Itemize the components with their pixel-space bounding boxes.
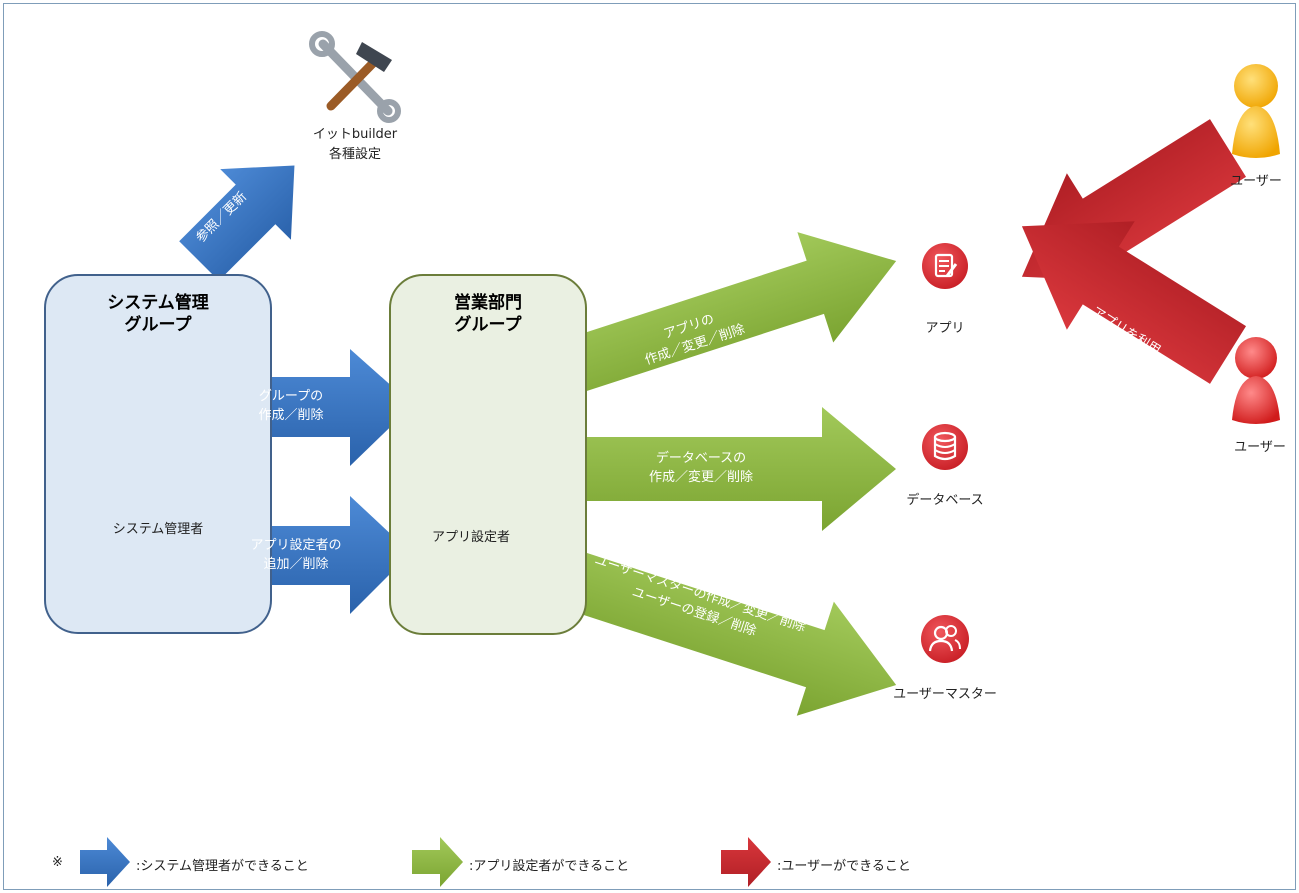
legend-mark: ※ [52, 855, 63, 870]
legend-setter-text: :アプリ設定者ができること [469, 859, 630, 874]
diagram-frame [3, 3, 1296, 890]
setter-person-label: アプリ設定者 [431, 530, 510, 545]
arrow-db-manage [538, 407, 896, 531]
user-master-icon [921, 615, 969, 663]
legend-user-text: :ユーザーができること [777, 859, 911, 874]
db-manage-arrow-text: データベースの 作成／変更／削除 [648, 451, 753, 485]
tools-icon [309, 31, 401, 123]
arrow-add-setter [233, 496, 411, 614]
app-icon [922, 243, 968, 289]
sales-group-title: 営業部門 グループ [454, 293, 522, 335]
user-bottom-icon [1232, 337, 1280, 424]
admin-group-title: システム管理 グループ [107, 293, 209, 335]
user-bottom-label: ユーザー [1234, 440, 1286, 455]
database-icon [922, 424, 968, 470]
user-top-icon [1232, 64, 1280, 158]
arrow-use-app-bottom [1021, 221, 1247, 384]
arrow-group-create [233, 349, 413, 466]
database-label: データベース [906, 493, 984, 508]
user-top-label: ユーザー [1230, 174, 1282, 189]
legend-admin-arrow [80, 837, 130, 887]
user-master-label: ユーザーマスター [893, 687, 997, 702]
arrow-app-manage [521, 232, 897, 407]
arrow-master-manage [520, 537, 897, 716]
admin-person-label: システム管理者 [112, 522, 204, 537]
legend-user-arrow [721, 837, 771, 887]
app-label: アプリ [925, 321, 965, 336]
legend-admin-text: :システム管理者ができること [136, 859, 309, 874]
arrow-settings [179, 165, 295, 281]
legend-setter-arrow [412, 837, 463, 887]
tool-label: イットbuilder 各種設定 [312, 127, 398, 162]
add-setter-arrow-text: アプリ設定者の 追加／削除 [250, 538, 342, 572]
group-create-arrow-text: グループの 作成／削除 [258, 389, 324, 423]
admin-group-box: システム管理 グループ [44, 274, 272, 634]
sales-group-box: 営業部門 グループ [389, 274, 587, 635]
